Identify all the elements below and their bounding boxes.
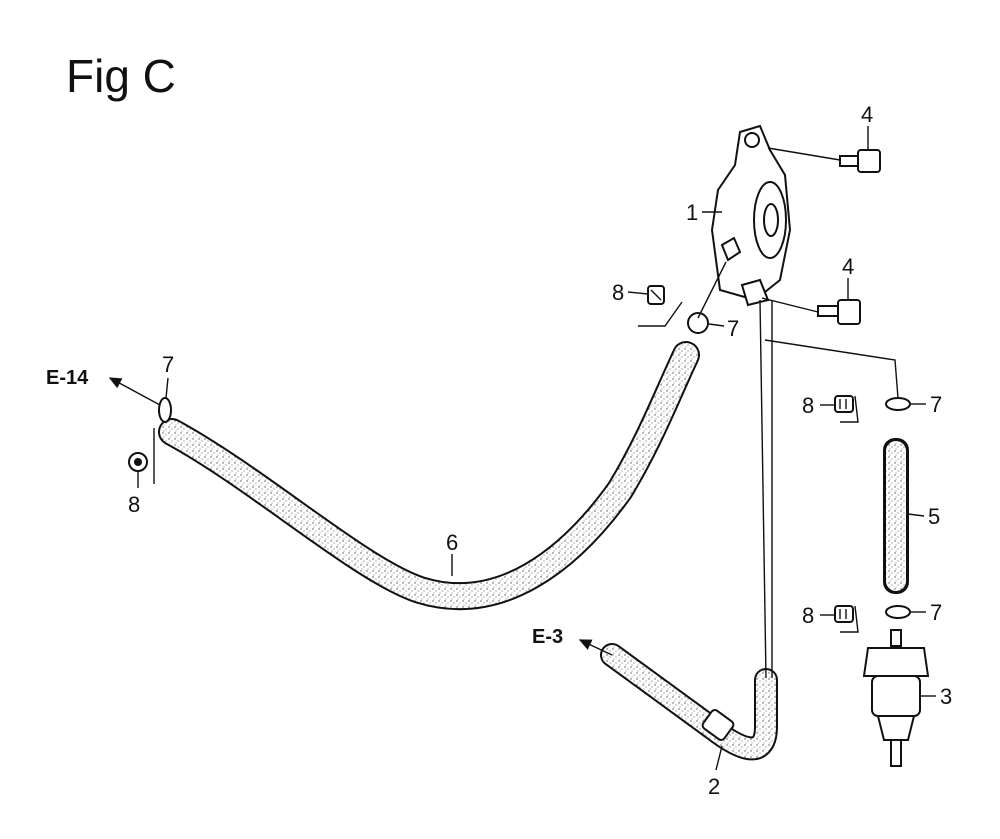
callout-clamp-pump: 8 (612, 280, 624, 305)
callout-clip-pump: 7 (727, 316, 739, 341)
callout-short-hose: 5 (928, 504, 940, 529)
clamp-upper-right (834, 395, 854, 413)
clip-lower-right (885, 605, 911, 619)
figure-title: Fig C (66, 50, 176, 102)
callout-clamp-upper-right: 8 (802, 393, 814, 418)
fuel-pump (710, 124, 792, 307)
clamp-left (128, 452, 148, 472)
callout-pump: 1 (686, 200, 698, 225)
short-fuel-hose (883, 438, 909, 594)
clamp-pump (647, 285, 665, 305)
callout-fuel-filter: 3 (940, 684, 952, 709)
callout-elbow-hose: 2 (708, 774, 720, 799)
long-fuel-hose (158, 341, 700, 611)
reference-left: E-14 (46, 367, 89, 389)
callout-bolt-top: 4 (861, 102, 873, 127)
reference-bottom: E-3 (532, 626, 563, 648)
callout-clip-left: 7 (162, 352, 174, 377)
callout-clamp-lower-right: 8 (802, 603, 814, 628)
callout-clip-upper-right: 7 (930, 392, 942, 417)
leader-lines (137, 126, 936, 771)
callout-bolt-bottom: 4 (842, 254, 854, 279)
clip-upper-right (885, 397, 911, 411)
clip-pump (687, 312, 709, 334)
callout-long-hose: 6 (446, 530, 458, 555)
clip-left (158, 397, 172, 423)
assembly-lines (108, 261, 899, 679)
clamp-lower-right (834, 605, 854, 623)
fuel-filter (862, 629, 930, 767)
callout-clamp-left: 8 (128, 492, 140, 517)
bolt-bottom (761, 297, 861, 325)
callout-clip-lower-right: 7 (930, 600, 942, 625)
bolt-top (767, 147, 881, 173)
elbow-fuel-hose (600, 643, 778, 761)
